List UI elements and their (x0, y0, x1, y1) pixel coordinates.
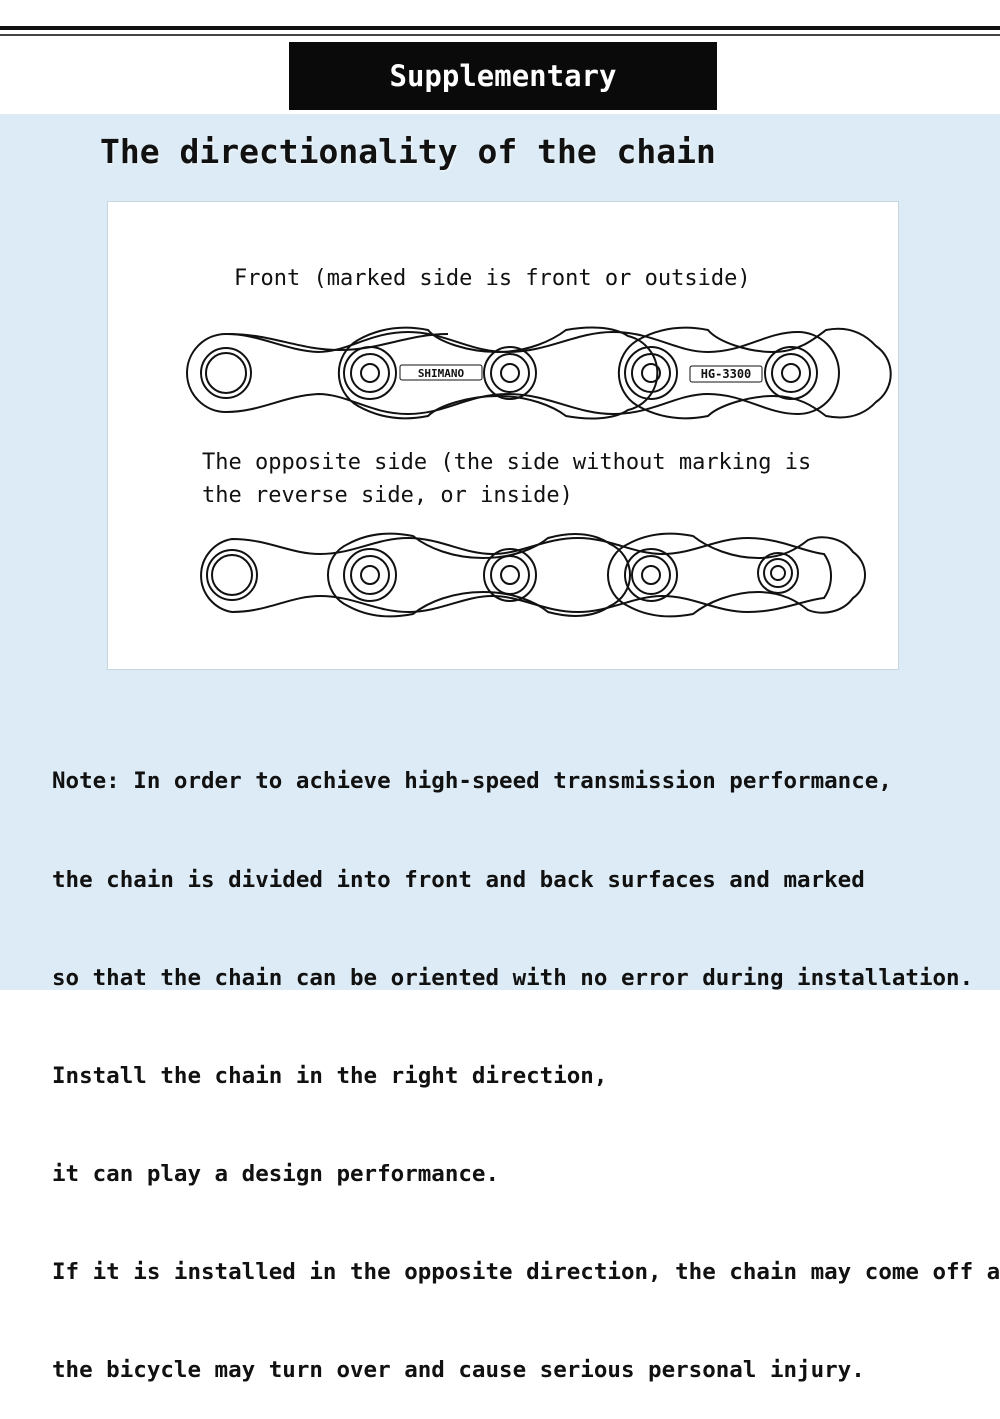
note-line: so that the chain can be oriented with n… (52, 964, 974, 991)
opposite-side-label-line1: The opposite side (the side without mark… (202, 450, 812, 475)
note-line: the chain is divided into front and back… (52, 866, 865, 893)
back-roller-5 (757, 552, 799, 594)
section-title: The directionality of the chain (100, 132, 716, 171)
front-roller-5 (764, 346, 818, 400)
header-title: Supplementary explanation (289, 42, 717, 161)
opposite-side-label-line2: the reverse side, or inside) (202, 483, 573, 508)
note-line: the bicycle may turn over and cause seri… (52, 1356, 865, 1383)
back-roller-3 (483, 548, 537, 602)
front-marking-left-text: SHIMANO (418, 367, 465, 380)
chain-diagram: SHIMANO HG-3300 Front (marked side is fr… (107, 201, 899, 670)
front-roller-3 (483, 346, 537, 400)
front-marking-right (689, 365, 763, 383)
note-line: Install the chain in the right direction… (52, 1062, 608, 1089)
front-marking-right-text: HG-3300 (701, 367, 752, 381)
note-line: If it is installed in the opposite direc… (52, 1258, 1000, 1285)
back-roller-1 (206, 549, 258, 601)
front-chain-outline (186, 330, 840, 416)
front-roller-2 (343, 346, 397, 400)
back-chain-outline (200, 536, 833, 614)
installation-note: Note: In order to achieve high-speed tra… (52, 700, 1000, 1419)
back-roller-2 (343, 548, 397, 602)
front-roller-4 (624, 346, 678, 400)
front-roller-1 (200, 347, 252, 399)
top-rule-thin (0, 34, 1000, 36)
back-outer-plate-1 (327, 532, 631, 618)
front-outer-plate-2 (617, 326, 892, 420)
front-marking-left (399, 364, 483, 381)
front-chain (186, 326, 892, 420)
back-chain (200, 532, 866, 618)
top-rule-thick (0, 26, 1000, 30)
front-inner-link-1 (227, 333, 449, 352)
note-line: Note: In order to achieve high-speed tra… (52, 768, 892, 795)
note-line: it can play a design performance. (52, 1160, 500, 1187)
front-outer-plate-1 (337, 326, 659, 420)
front-side-label: Front (marked side is front or outside) (234, 266, 751, 291)
opposite-side-label: The opposite side (the side without mark… (202, 446, 811, 512)
back-roller-4 (624, 548, 678, 602)
back-outer-plate-2 (607, 532, 866, 618)
chain-diagram-svg: SHIMANO HG-3300 (186, 326, 892, 618)
